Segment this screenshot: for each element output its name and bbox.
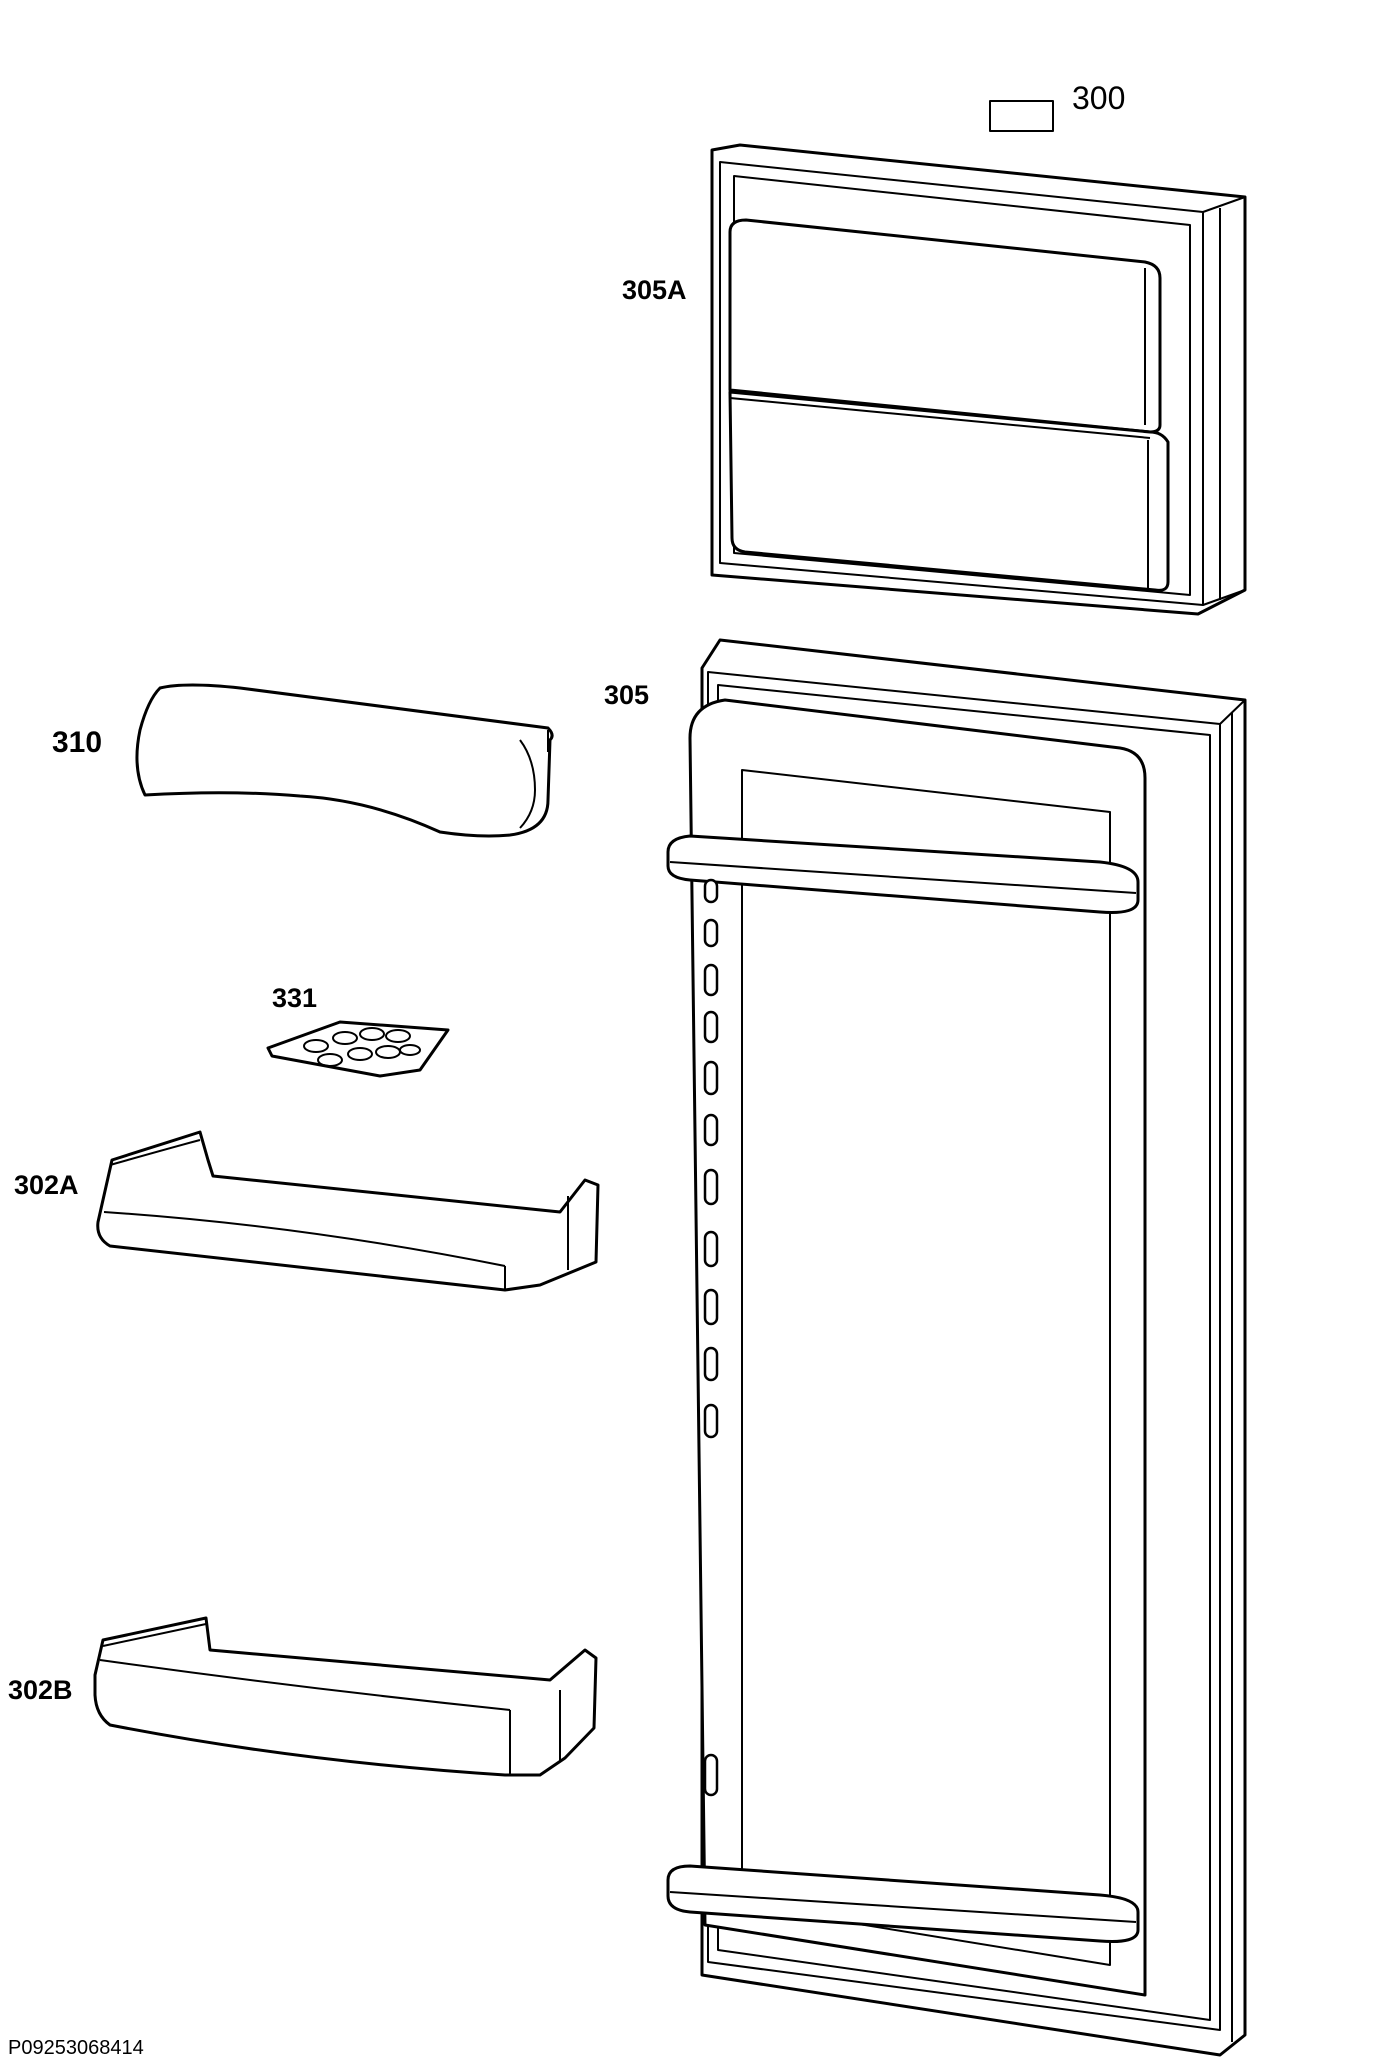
label-305: 305 [604,680,650,710]
label-302A: 302A [14,1170,79,1200]
part-305-fridge-door [666,638,1247,2057]
door-rail-slots [703,878,719,1797]
part-310-cover [135,683,554,838]
part-331-egg-tray [266,1020,450,1078]
label-300: 300 [1072,80,1126,116]
drawing-code: P09253068414 [8,2037,144,2059]
part-302A-door-bin [96,1130,600,1292]
part-305A-freezer-door [710,143,1247,616]
part-302B-door-bin [93,1616,598,1777]
label-331: 331 [272,983,318,1013]
label-302B: 302B [8,1675,73,1705]
label-305A: 305A [622,275,687,305]
label-310: 310 [52,726,103,759]
part-300-nameplate [989,100,1054,132]
